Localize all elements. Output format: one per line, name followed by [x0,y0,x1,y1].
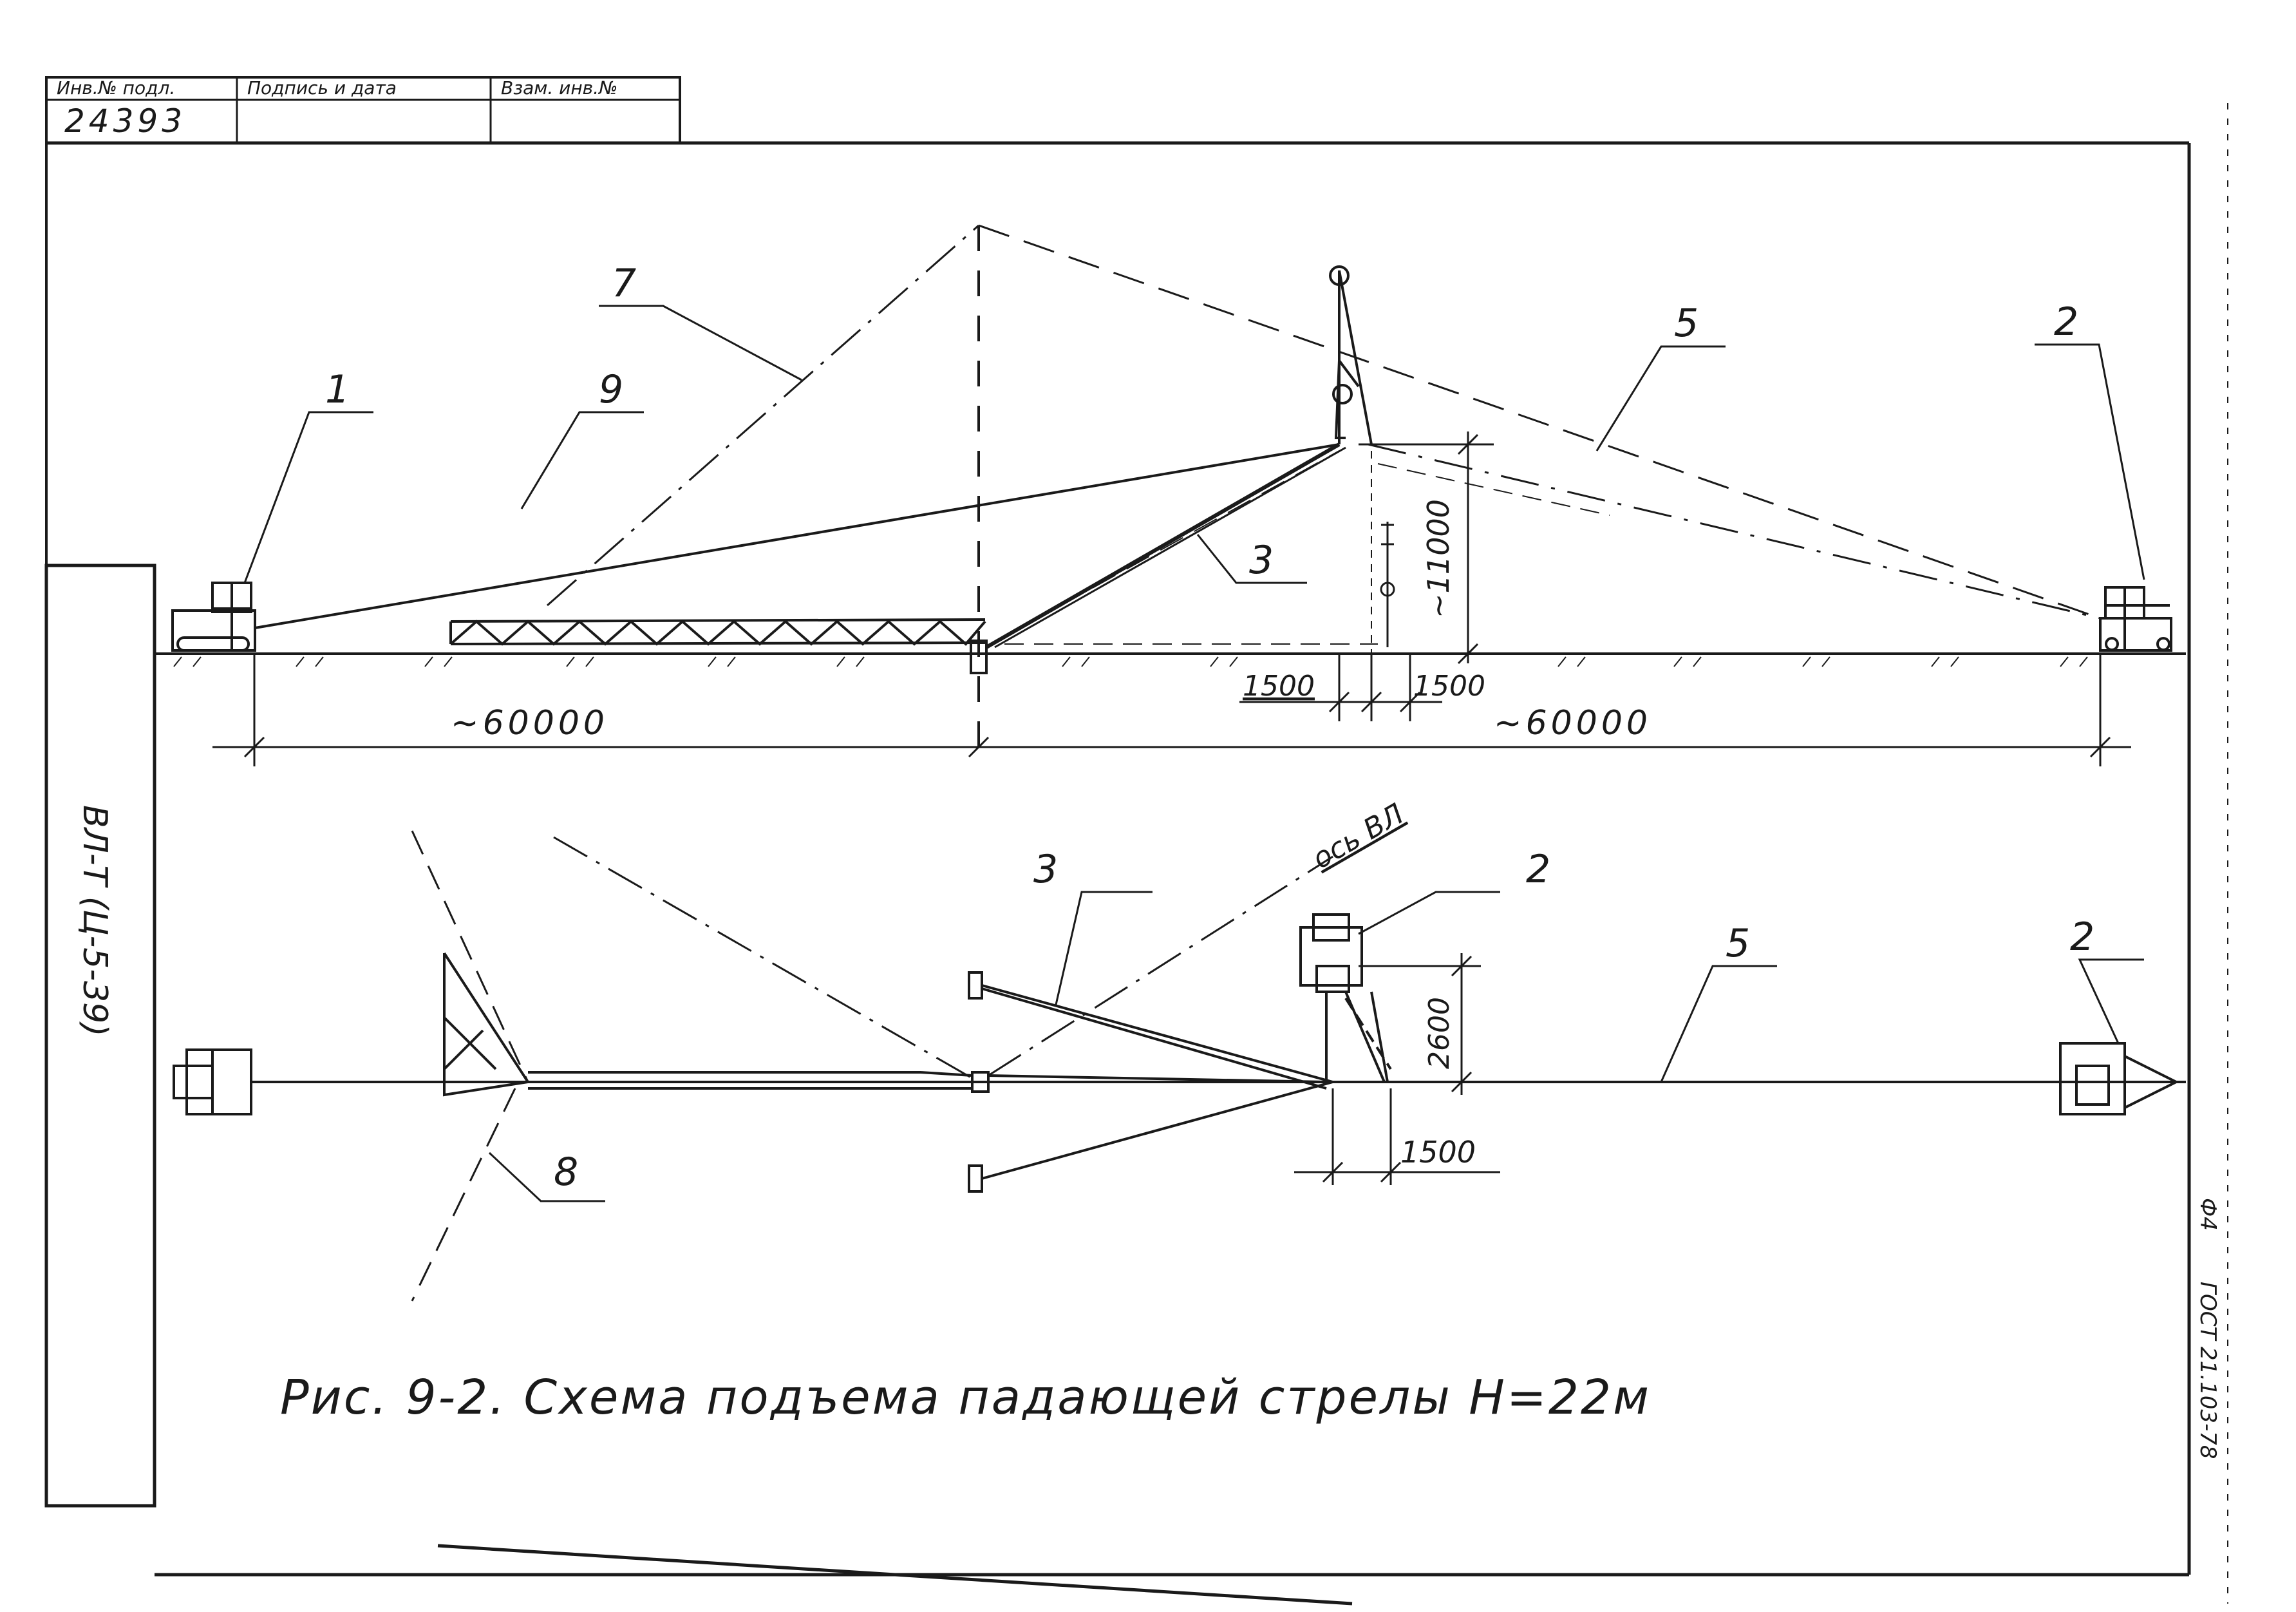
callout-3: 3 [1249,538,1274,583]
elevation-view: ~11000 1500 1500 ~60000 ~60000 [155,224,2186,766]
hook-icon [1380,522,1395,647]
stamp-header-replacement: Взам. инв.№ [501,77,617,99]
dim-offset-right: 1500 [1413,670,1485,703]
callout-9: 9 [599,367,623,412]
tractor-left-icon [171,582,256,652]
plan-dim-width-label: 2600 [1423,997,1456,1069]
callout-5: 5 [1674,301,1698,346]
dim-offsets [1239,654,1442,721]
plan-callout-8: 8 [554,1150,578,1195]
plan-dim-offset-label: 1500 [1400,1135,1476,1170]
plan-boom-icon [443,952,990,1097]
stamp-header-inv: Инв.№ подл. [57,77,175,99]
strut-3 [985,442,1341,649]
plan-dim-width [1359,953,1481,1095]
stamp-header-signature: Подпись и дата [247,77,397,99]
plan-view: 2600 1500 ось ВЛ 3 2 5 2 8 [173,797,2186,1302]
plan-strut-icon [968,971,1333,1193]
plan-callout-2-pole: 2 [1526,847,1550,892]
series-label: ВЛ-Т (Ц-5-39) [75,805,114,1037]
format-label: Ф4 [2195,1198,2221,1231]
line-5b [1368,443,2101,620]
plan-callout-5: 5 [1726,921,1750,966]
plan-tractor-left-icon [173,1048,252,1115]
ground-hatch [173,656,2088,667]
plan-callout-leaders [488,891,2144,1202]
dim-spans [212,654,2131,766]
plan-axis-label: ось ВЛ [1307,797,1409,875]
standard-label: ГОСТ 21.103-78 [2195,1282,2221,1459]
stamp-inv-number: 24393 [64,102,186,140]
plan-pole-icon [1299,913,1392,1083]
dim-height-label: ~11000 [1421,499,1456,618]
plan-callout-3: 3 [1033,847,1058,892]
plan-dim-offset [1294,1088,1500,1185]
figure-caption: Рис. 9-2. Схема подъема падающей стрелы … [280,1370,1651,1425]
plan-tractor-right-icon [2059,1042,2179,1115]
line-8 [411,830,529,1083]
bottom-stroke [437,1544,1353,1606]
line-7 [547,224,979,607]
dim-span-right: ~60000 [1494,704,1651,743]
callout-2: 2 [2054,299,2078,345]
raised-boom-icon [1329,265,1373,445]
title-stamp: Инв.№ подл. Подпись и дата Взам. инв.№ 2… [45,76,681,144]
tractor-right-icon [2099,586,2172,652]
pivot-base [970,640,988,674]
dim-height [1359,431,1494,665]
plan-dashdot-left [553,836,979,1083]
drawing-frame [44,103,2228,1604]
lattice-boom-ground [449,618,986,646]
line-9-cable [254,443,1340,629]
dim-offset-left: 1500 [1243,670,1315,703]
dim-span-left: ~60000 [451,704,608,743]
line-5 [978,224,2101,620]
callout-1: 1 [325,367,350,412]
plan-axis-line [988,855,1333,1077]
plan-callout-2-tractor: 2 [2070,915,2094,960]
callout-7: 7 [612,261,636,306]
elevation-callout-leaders [243,305,2145,584]
